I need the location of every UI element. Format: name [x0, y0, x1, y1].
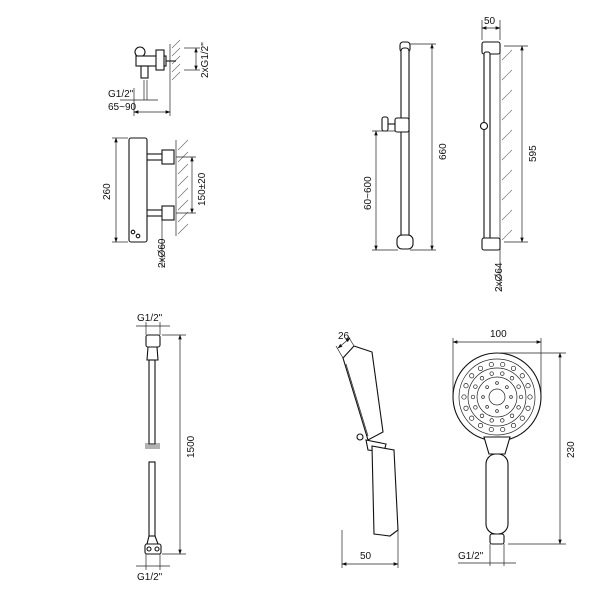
slide-rail-bracket-diameter-label: 2xØ64 [494, 262, 505, 292]
hand-shower-front-view: 100 230 G1/2" [452, 329, 577, 566]
nozzle-hole [461, 394, 467, 400]
nozzle-hole [489, 418, 494, 423]
slide-rail-front-view: 660 60~600 [363, 41, 449, 251]
hand-shower-thread-label: G1/2" [458, 551, 484, 562]
shower-hose-thread-top-label: G1/2" [137, 313, 163, 324]
hand-shower-front-parts [452, 352, 542, 545]
hand-shower-side-parts [342, 345, 399, 537]
hand-shower-neck-width-label: 26 [338, 331, 350, 342]
slide-rail-side-parts [479, 41, 501, 251]
hand-shower-height-label: 230 [566, 441, 577, 458]
mixer-wall-offset-label: 65~90 [108, 102, 137, 113]
slide-rail-parts [381, 41, 414, 250]
nozzle-hole [485, 385, 489, 389]
nozzle-hole [505, 385, 509, 389]
nozzle-hole [470, 394, 476, 400]
hand-shower-side-dimensions [335, 335, 399, 568]
wall-hatch-top [169, 39, 181, 81]
nozzle-hole [525, 405, 531, 411]
nozzle-hole [481, 395, 485, 399]
nozzle-hole [477, 365, 484, 371]
nozzle-hole [516, 405, 521, 410]
mixer-outlet-thread-label: G1/2" [108, 89, 134, 100]
slide-rail-fixing-distance-label: 595 [528, 145, 539, 162]
nozzle-hole [495, 409, 499, 413]
shower-hose-view: G1/2" 1500 G1/2" [136, 313, 197, 583]
nozzle-hole [525, 383, 531, 389]
hand-shower-side-view: 26 50 [335, 331, 399, 568]
nozzle-hole [509, 395, 513, 399]
nozzle-hole [509, 413, 515, 418]
nozzle-hole [516, 384, 521, 389]
nozzle-hole [479, 376, 485, 381]
nozzle-hole [509, 376, 515, 381]
slide-rail-total-length-label: 660 [438, 143, 449, 160]
nozzle-hole [505, 405, 509, 409]
nozzle-hole [485, 405, 489, 409]
nozzle-hole [500, 426, 506, 433]
mixer-flange-diameter-label: 2xØ60 [157, 238, 168, 268]
mixer-front-view: 260 150±20 2xØ60 [102, 137, 208, 268]
mixer-body-top [134, 46, 176, 79]
nozzle-hole [519, 373, 525, 379]
nozzle-hole [518, 394, 524, 400]
slide-rail-dimensions [372, 43, 436, 251]
wall-hatch-rail [499, 46, 513, 250]
slide-rail-side-dimensions [481, 20, 528, 290]
wall-hatch-front [175, 139, 189, 236]
hand-shower-handle-depth-label: 50 [360, 551, 372, 562]
nozzle-hole [500, 371, 505, 376]
nozzle-hole [463, 383, 469, 389]
nozzle-hole [473, 384, 478, 389]
mixer-body-front [128, 137, 175, 243]
shower-hose-thread-bottom-label: G1/2" [137, 572, 163, 583]
nozzle-hole [479, 413, 485, 418]
nozzle-hole [488, 426, 494, 433]
hand-shower-head-diameter-label: 100 [490, 329, 507, 340]
slide-rail-side-view: 50 595 2xØ64 [479, 16, 539, 292]
nozzle-hole [510, 365, 517, 371]
nozzle-hole [473, 405, 478, 410]
nozzle-hole [463, 405, 469, 411]
mixer-inlet-thread-label: 2xG1/2" [200, 42, 211, 78]
shower-hose-parts [144, 334, 162, 555]
nozzle-hole [500, 418, 505, 423]
mixer-top-dimensions [120, 47, 200, 116]
shower-hose-length-label: 1500 [186, 435, 197, 458]
nozzle-hole [527, 394, 533, 400]
nozzle-hole [510, 423, 517, 429]
nozzle-hole [469, 373, 475, 379]
shower-hose-dimensions [136, 322, 186, 570]
nozzle-hole [495, 381, 499, 385]
nozzle-hole [488, 361, 494, 368]
hand-shower-front-dimensions [452, 338, 566, 566]
mixer-height-label: 260 [102, 183, 113, 200]
slide-rail-depth-label: 50 [484, 16, 496, 27]
nozzle-hole [489, 371, 494, 376]
mixer-top-view: 2xG1/2" G1/2" 65~90 [108, 39, 211, 116]
slide-rail-holder-range-label: 60~600 [363, 176, 374, 210]
nozzle-hole [477, 423, 484, 429]
nozzle-hole [469, 415, 475, 421]
nozzle-hole [500, 361, 506, 368]
nozzle-hole [519, 415, 525, 421]
nozzle-pattern [461, 361, 533, 433]
mixer-inlet-spacing-label: 150±20 [197, 172, 208, 206]
mixer-front-dimensions [112, 137, 196, 268]
